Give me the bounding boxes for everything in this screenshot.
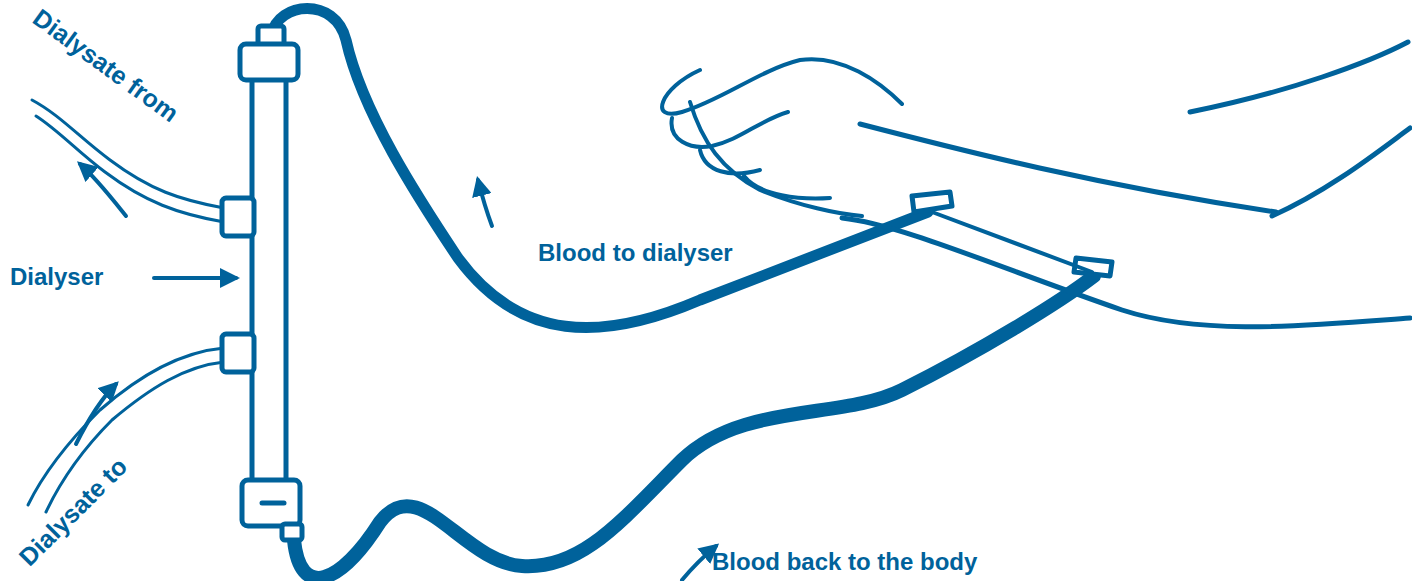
dialyser: [222, 26, 302, 540]
arm: [842, 42, 1410, 327]
dialyser-label: Dialyser: [10, 264, 103, 290]
dialysate-out-tube: [32, 100, 224, 222]
blood-back-label: Blood back to the body: [712, 549, 977, 575]
port-link: [932, 212, 1092, 272]
blood-to-dialyser-tube: [272, 9, 928, 328]
hand: [662, 59, 902, 216]
blood-to-label: Blood to dialyser: [538, 240, 733, 266]
dialysate-in-tube: [28, 348, 224, 512]
flow-arrow: [76, 164, 716, 580]
dialysate-out-label: Dialysate from: [28, 4, 184, 128]
blood-back-tube: [294, 276, 1094, 578]
dialysate-in-label: Dialysate to: [14, 453, 133, 572]
access-port: [912, 192, 1112, 276]
